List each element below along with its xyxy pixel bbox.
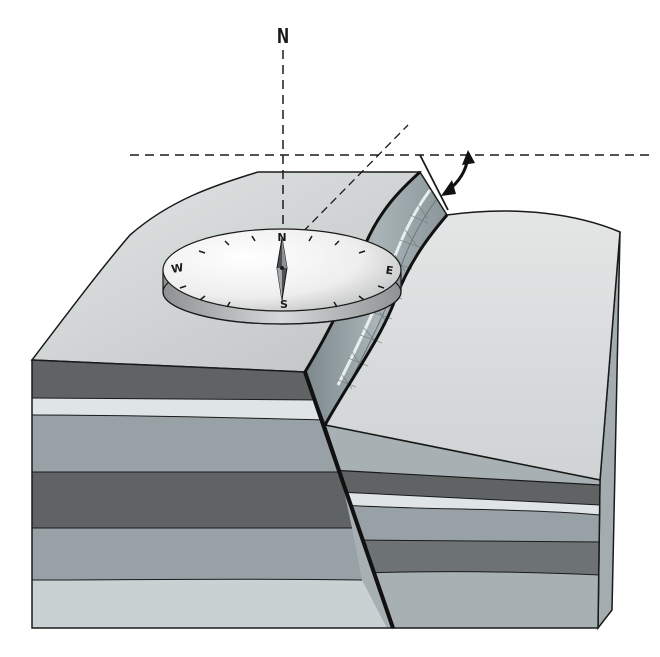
compass-ticks [179, 235, 385, 308]
north-label: N [277, 24, 289, 48]
fault-trace-line [303, 371, 395, 629]
dip-line [419, 154, 449, 211]
compass-south-letter: S [280, 298, 288, 311]
compass: N S E W [162, 228, 402, 325]
compass-north-letter: N [277, 231, 286, 244]
compass-needle [276, 237, 288, 301]
left-block-strata [32, 360, 393, 628]
compass-west-letter: W [170, 261, 184, 276]
compass-east-letter: E [385, 264, 394, 278]
left-block [30, 171, 422, 629]
dip-angle-arrow [441, 150, 475, 196]
